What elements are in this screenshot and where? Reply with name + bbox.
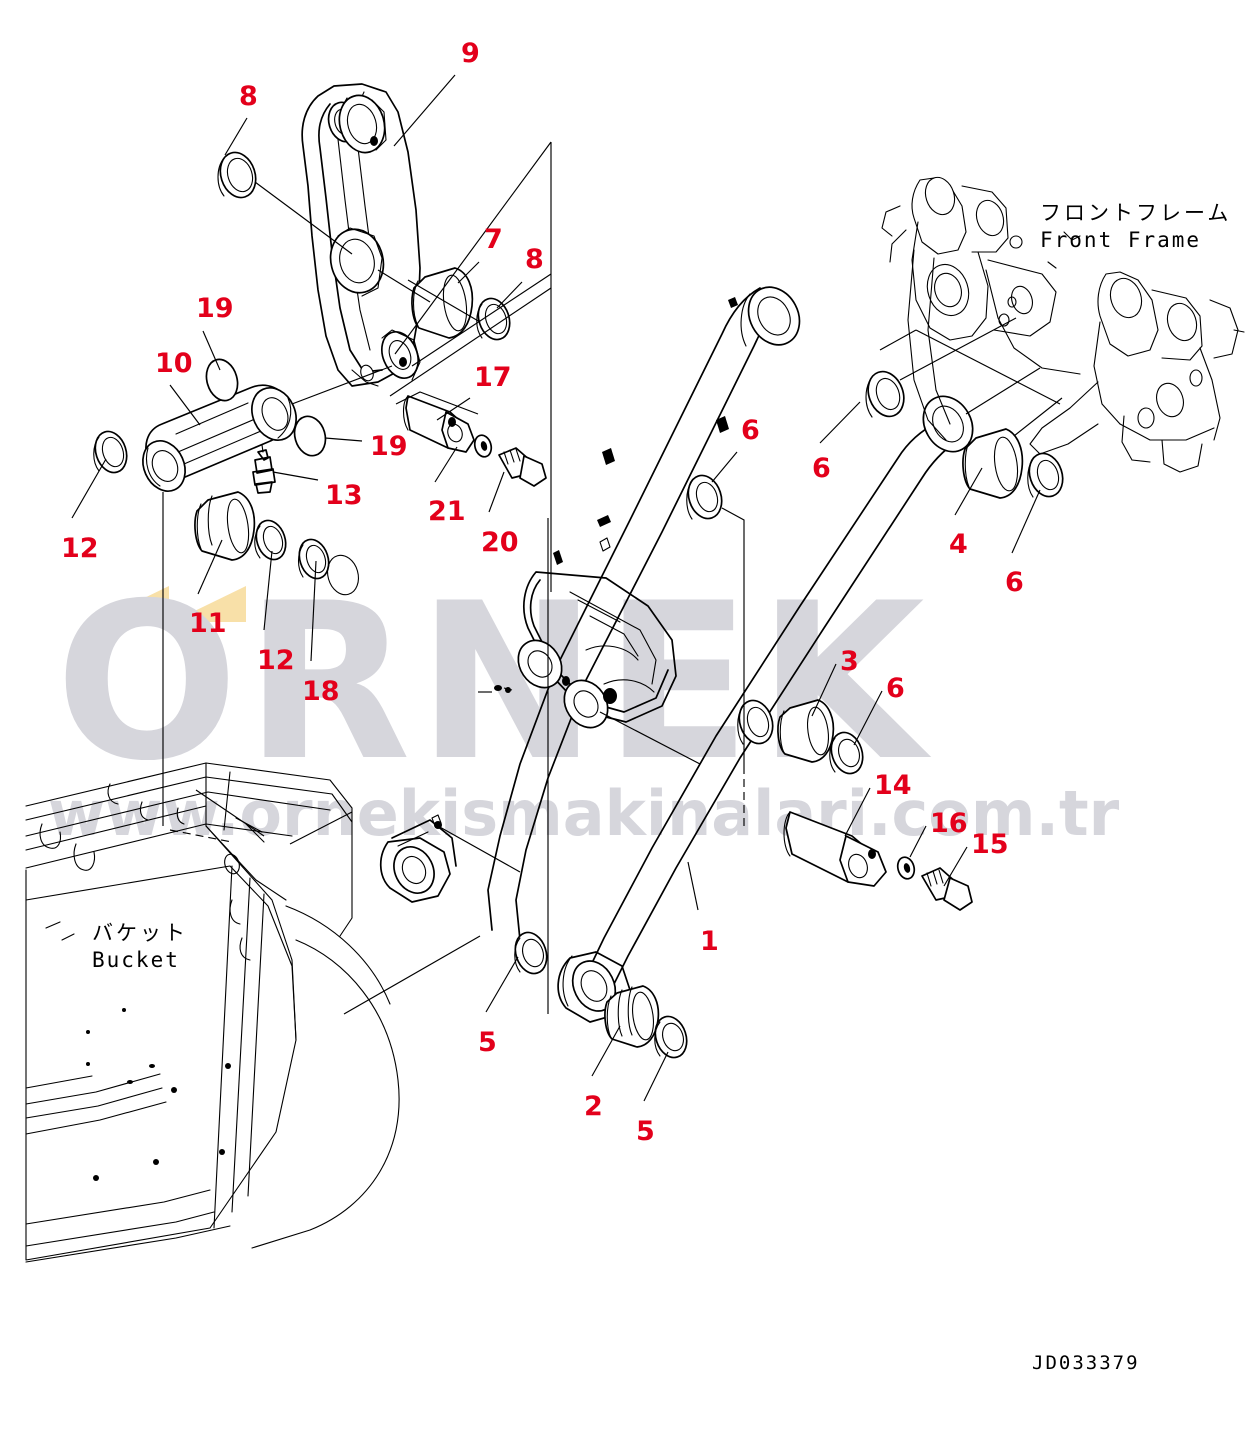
callout-6: 6 <box>741 415 760 446</box>
leader-line-18 <box>310 560 317 662</box>
part-bellcrank <box>301 83 421 387</box>
callout-19: 19 <box>370 431 408 462</box>
leader-line-20 <box>488 471 505 513</box>
part-link <box>142 384 297 492</box>
part-bushing-4 <box>962 428 1024 499</box>
leader-line-16 <box>909 825 927 858</box>
callout-8: 8 <box>525 244 544 275</box>
leader-line-2 <box>591 1025 621 1077</box>
callout-8: 8 <box>239 81 258 112</box>
part-seal-ring-12a <box>93 430 128 474</box>
part-bushing-7 <box>411 267 474 339</box>
leader-line-11 <box>197 539 223 595</box>
callout-1: 1 <box>700 926 719 957</box>
part-washer-16 <box>896 856 916 880</box>
leader-line-5 <box>643 1051 669 1102</box>
callout-20: 20 <box>481 527 519 558</box>
leader-line-6 <box>819 401 861 444</box>
callout-3: 3 <box>840 646 859 677</box>
caption-front-frame-english: Front Frame <box>1040 227 1202 252</box>
callout-12: 12 <box>61 533 99 564</box>
callout-4: 4 <box>949 529 968 560</box>
part-grease-fitting <box>252 444 276 494</box>
leader-line-5 <box>485 956 519 1013</box>
part-pin-17 <box>402 395 475 453</box>
leader-line-4 <box>954 467 983 516</box>
callout-12: 12 <box>257 645 295 676</box>
part-bolt-20 <box>498 447 547 487</box>
callout-11: 11 <box>189 608 227 639</box>
leader-line-8 <box>496 281 523 309</box>
part-seal-ring-5b <box>654 1015 688 1059</box>
caption-bucket-japanese: バケット <box>92 921 188 945</box>
callout-21: 21 <box>428 496 466 527</box>
leader-line-13 <box>272 471 319 481</box>
callout-6: 6 <box>1005 567 1024 598</box>
callout-6: 6 <box>886 673 905 704</box>
part-cap-outline <box>327 554 359 596</box>
callout-leaders <box>71 74 1041 1102</box>
callout-7: 7 <box>484 224 503 255</box>
part-seal-ring-6b <box>865 370 905 418</box>
part-seal-ring-8b <box>476 297 511 341</box>
leader-line-9 <box>393 74 456 147</box>
leader-line-10 <box>169 384 201 426</box>
drawing-number: JD033379 <box>1032 1352 1140 1374</box>
leader-line-8 <box>224 117 248 156</box>
leader-line-19 <box>324 437 363 442</box>
assembly-guide-lines <box>162 141 1063 1015</box>
leader-line-7 <box>457 261 480 284</box>
callout-5: 5 <box>478 1027 497 1058</box>
assembly-bucket <box>25 762 400 1263</box>
callout-14: 14 <box>874 770 912 801</box>
leader-line-15 <box>943 846 968 887</box>
callout-2: 2 <box>584 1091 603 1122</box>
callout-16: 16 <box>930 808 968 839</box>
caption-front-frame-japanese: フロントフレーム <box>1040 201 1232 225</box>
part-cap-19b <box>293 415 327 457</box>
part-bushing-11 <box>194 491 256 561</box>
leader-line-6 <box>853 690 883 746</box>
part-seal-ring-8a <box>217 151 257 199</box>
part-pin-14 <box>783 811 887 887</box>
leader-line-17 <box>436 397 471 421</box>
part-seal-ring-12b <box>254 519 287 561</box>
callout-9: 9 <box>461 38 480 69</box>
callout-13: 13 <box>325 480 363 511</box>
leader-line-21 <box>434 446 458 483</box>
part-cap-19a <box>205 358 239 402</box>
part-seal-ring-6a <box>686 474 723 520</box>
callout-5: 5 <box>636 1116 655 1147</box>
callout-19: 19 <box>196 293 234 324</box>
callout-18: 18 <box>302 676 340 707</box>
callout-17: 17 <box>474 362 512 393</box>
leader-line-6 <box>1011 489 1041 554</box>
caption-bucket-english: Bucket <box>92 947 180 972</box>
callout-10: 10 <box>155 348 193 379</box>
leader-line-6 <box>711 451 738 483</box>
leader-line-14 <box>844 787 871 837</box>
part-seal-18 <box>297 538 330 580</box>
part-boom <box>379 286 974 1023</box>
part-bushing-3 <box>777 699 835 763</box>
part-washer-21 <box>473 434 493 458</box>
leader-line-1 <box>687 861 699 911</box>
callout-15: 15 <box>971 829 1009 860</box>
part-seal-ring-6c <box>1027 452 1064 498</box>
leader-line-12 <box>263 550 273 631</box>
leader-line-3 <box>811 663 837 717</box>
part-seal-ring-5a <box>514 931 548 975</box>
assembly-front-frame <box>881 176 1245 473</box>
part-bolt-15 <box>921 867 973 911</box>
leader-line-12 <box>71 458 107 519</box>
part-bushing-2 <box>604 985 660 1048</box>
callout-6: 6 <box>812 453 831 484</box>
part-seal-ring-6d <box>737 699 774 745</box>
leader-line-19 <box>202 330 221 371</box>
